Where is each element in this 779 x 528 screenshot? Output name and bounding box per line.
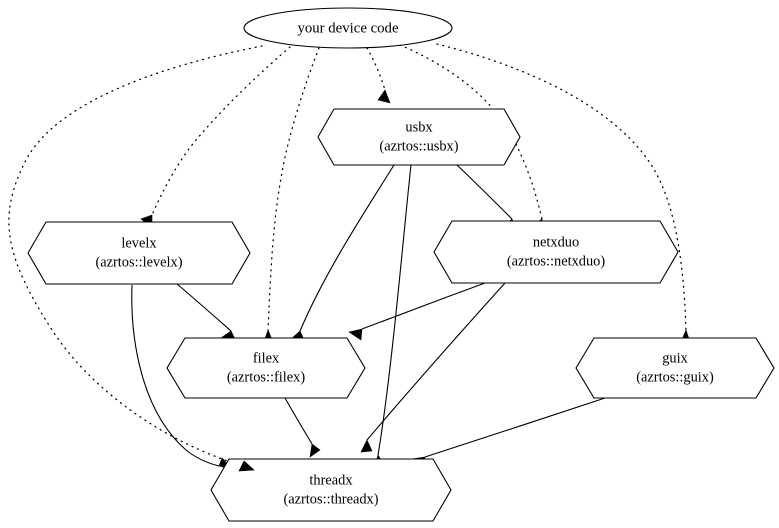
edge-usbx-to-filex [289,164,395,343]
node-label-line2: (azrtos::usbx) [379,138,458,154]
node-usbx[interactable]: usbx (azrtos::usbx) [317,108,521,166]
node-label-line1: levelx [121,235,157,251]
edge-usbx-to-threadx [373,164,412,469]
node-levelx[interactable]: levelx (azrtos::levelx) [27,221,251,285]
node-label-line2: (azrtos::filex) [227,369,306,385]
edge-filex-to-threadx [284,397,321,458]
node-label-line2: (azrtos::guix) [636,369,714,385]
node-netxduo[interactable]: netxduo (azrtos::netxduo) [433,220,679,284]
node-label-line1: usbx [405,119,433,135]
node-label-line1: your device code [297,20,398,36]
node-label-line2: (azrtos::threadx) [283,491,378,507]
edge-path [267,47,320,331]
arrowhead-secondary [238,460,255,472]
node-octagon-shape[interactable] [575,337,775,399]
node-octagon-shape[interactable] [27,221,251,285]
arrowhead [360,439,373,453]
node-label-line1: guix [662,350,688,366]
node-guix[interactable]: guix (azrtos::guix) [575,337,775,399]
edge-path [361,282,486,330]
node-octagon-shape[interactable] [317,108,521,166]
edge-netxduo-to-threadx [360,282,506,453]
arrowhead [377,89,391,104]
edge-path [299,164,395,332]
arrowhead [348,328,363,341]
edge-path [366,282,506,441]
edge-path [151,46,291,216]
edge-device-to-guix [436,43,691,343]
edge-path [456,164,513,220]
node-label-line1: filex [253,350,280,366]
edge-path [377,164,412,456]
edge-device-to-filex [263,47,320,343]
edge-guix-to-threadx [410,397,606,468]
edge-path [8,45,263,463]
node-octagon-shape[interactable] [433,220,679,284]
node-your-device-code[interactable]: your device code [243,7,453,49]
node-label-line1: threadx [309,472,353,488]
node-ellipse-shape[interactable] [243,7,453,49]
edge-netxduo-to-filex [348,282,486,341]
edge-device-to-usbx [366,47,391,104]
edge-path [366,47,386,91]
arrowhead [309,443,321,458]
edge-path [284,397,313,445]
node-octagon-shape[interactable] [210,458,452,522]
node-label-line1: netxduo [533,234,579,250]
edge-device-to-levelx [140,46,291,229]
node-layer: your device code usbx (azrtos::usbx) lev… [27,7,775,522]
edge-path [424,397,606,458]
edge-path [176,283,232,332]
node-label-line2: (azrtos::netxduo) [507,253,606,269]
node-filex[interactable]: filex (azrtos::filex) [166,337,366,399]
edge-levelx-to-filex [176,283,237,342]
node-label-line2: (azrtos::levelx) [95,254,182,270]
node-threadx[interactable]: threadx (azrtos::threadx) [210,458,452,522]
edge-path [131,284,220,467]
node-octagon-shape[interactable] [166,337,366,399]
